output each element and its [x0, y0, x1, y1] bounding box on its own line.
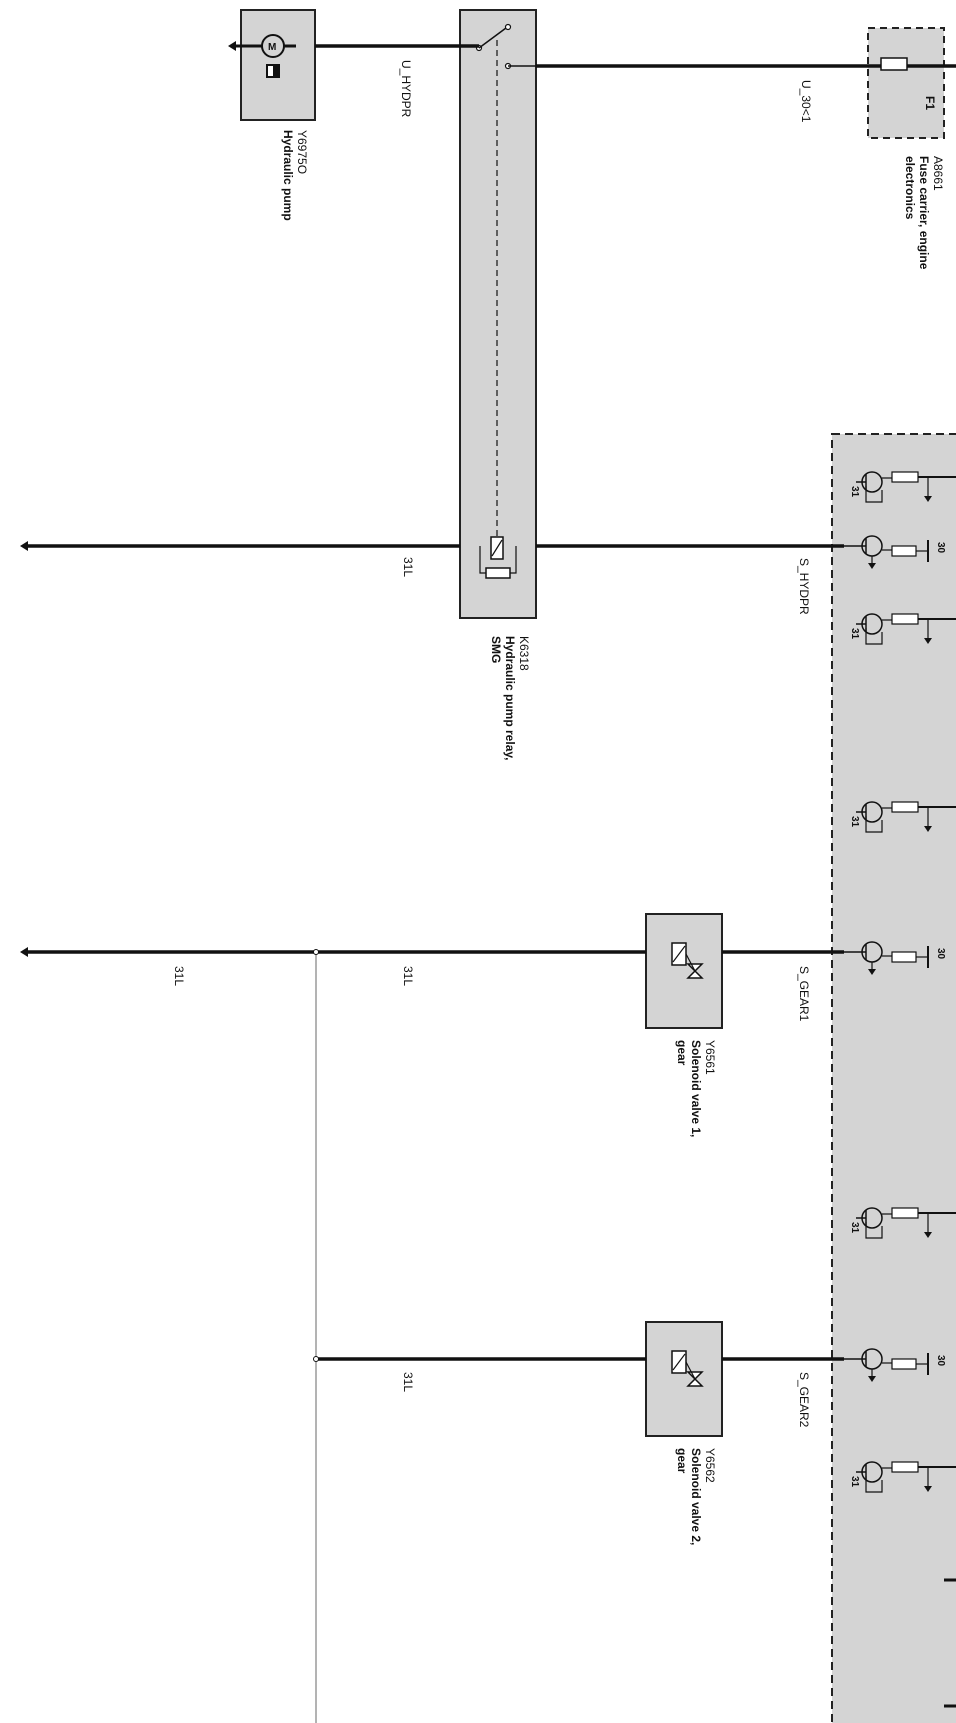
control-unit-drivers: 31 30 31 31 30 31 30 31 — [844, 471, 956, 1493]
driver-stage-6: 31 — [849, 1207, 956, 1239]
label-s-hydpr: S_HYDPR — [797, 558, 811, 615]
driver-stage-2: 30 — [844, 535, 946, 569]
pump-code: Y6975O — [295, 130, 309, 174]
relay-name-line1: Hydraulic pump relay, — [503, 636, 517, 760]
resistor-icon — [891, 1461, 919, 1473]
solenoid-valve-y6562[interactable] — [645, 1321, 723, 1437]
label-31l-relay: 31L — [401, 557, 415, 577]
junction-dot-2 — [313, 1356, 319, 1362]
label-31l-bus: 31L — [172, 966, 186, 986]
ground-arrow-solenoid1 — [20, 947, 28, 957]
pin-30-label: 30 — [935, 1355, 946, 1367]
relay-resistor-icon — [485, 567, 511, 579]
solenoid2-name-line2: gear — [675, 1448, 689, 1474]
fuse-carrier-code: A8661 — [931, 156, 945, 191]
arrow-down-icon — [924, 496, 932, 502]
arrow-down-icon — [924, 1232, 932, 1238]
driver-stage-7: 30 — [844, 1348, 946, 1382]
arrow-down-icon — [924, 826, 932, 832]
label-s-gear2: S_GEAR2 — [797, 1372, 811, 1428]
label-31l-solenoid1: 31L — [401, 966, 415, 986]
fuse-carrier-name-line2: electronics — [903, 156, 917, 220]
pump-name: Hydraulic pump — [281, 130, 295, 221]
solenoid2-name-line1: Solenoid valve 2, — [689, 1448, 703, 1545]
resistor-icon — [891, 545, 917, 557]
pin-30-label: 30 — [935, 542, 946, 554]
pin-31-label: 31 — [849, 816, 860, 828]
fuse-f1-label: F1 — [923, 96, 937, 110]
fuse-carrier-name-line1: Fuse carrier, engine — [917, 156, 931, 270]
arrow-down-icon — [924, 1486, 932, 1492]
motor-letter: M — [268, 42, 276, 53]
label-u-hydpr: U_HYDPR — [399, 60, 413, 118]
pin-31-label: 31 — [849, 1476, 860, 1488]
ground-arrow-relay — [20, 541, 28, 551]
relay-name-line2: SMG — [489, 636, 503, 663]
wire-ground-relay[interactable] — [20, 541, 460, 551]
driver-stage-8: 31 — [849, 1461, 956, 1493]
driver-stage-4: 31 — [849, 801, 956, 833]
ground-arrow-pump — [228, 41, 236, 51]
relay-code: K6318 — [517, 636, 531, 671]
pin-31-label: 31 — [849, 1222, 860, 1234]
wire-ground-solenoid1[interactable] — [20, 947, 646, 957]
label-31l-solenoid2: 31L — [401, 1372, 415, 1392]
control-unit-box — [831, 433, 956, 1723]
pin-31-label: 31 — [849, 628, 860, 640]
fuse-carrier-a8661[interactable]: F1 — [867, 27, 945, 139]
relay-switch-icon — [478, 27, 507, 49]
junction-dot-1 — [313, 949, 319, 955]
resistor-icon — [891, 801, 919, 813]
arrow-down-icon — [868, 969, 876, 975]
resistor-icon — [891, 951, 917, 963]
pin-31-label: 31 — [849, 486, 860, 498]
fuse-f1-symbol — [880, 57, 908, 71]
resistor-icon — [891, 613, 919, 625]
label-u-30: U_30<1 — [799, 80, 813, 123]
pin-30-label: 30 — [935, 948, 946, 960]
solenoid2-code: Y6562 — [703, 1448, 717, 1483]
resistor-icon — [891, 1207, 919, 1219]
hydraulic-pump-y6975o[interactable]: M — [240, 9, 316, 121]
driver-stage-3: 31 — [849, 613, 956, 645]
driver-stage-5: 30 — [844, 941, 946, 975]
pump-relay-k6318[interactable] — [459, 9, 537, 619]
driver-stage-1: 31 — [849, 471, 956, 503]
solenoid1-name-line2: gear — [675, 1040, 689, 1066]
solenoid-valve-y6561[interactable] — [645, 913, 723, 1029]
resistor-icon — [891, 1358, 917, 1370]
solenoid1-name-line1: Solenoid valve 1, — [689, 1040, 703, 1137]
arrow-down-icon — [924, 638, 932, 644]
solenoid1-code: Y6561 — [703, 1040, 717, 1075]
resistor-icon — [891, 471, 919, 483]
arrow-down-icon — [868, 1376, 876, 1382]
label-s-gear1: S_GEAR1 — [797, 966, 811, 1022]
arrow-down-icon — [868, 563, 876, 569]
